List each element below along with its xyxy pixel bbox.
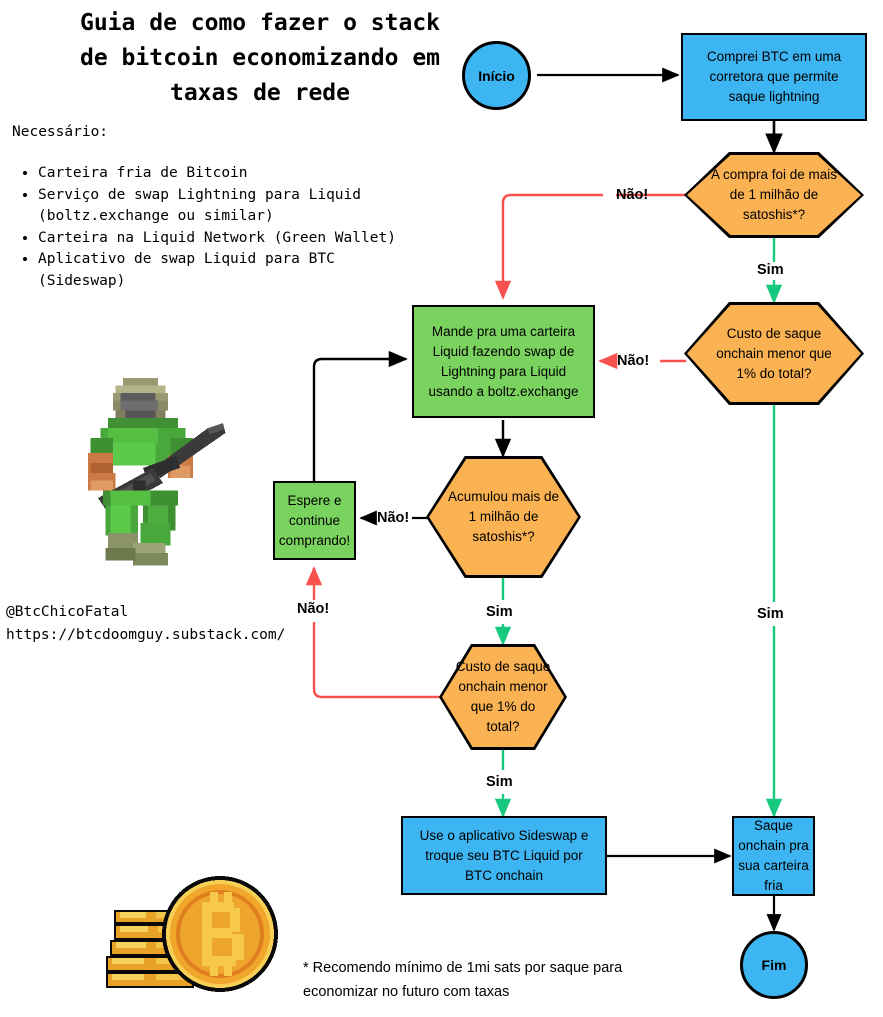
doom-marine-sprite	[88, 378, 226, 566]
node-decision-accum-label: Acumulou mais de 1 milhão de satoshis*?	[447, 489, 560, 544]
page-title: Guia de como fazer o stack de bitcoin ec…	[79, 10, 441, 106]
list-item: Carteira fria de Bitcoin	[38, 163, 398, 185]
node-end[interactable]: Fim	[740, 931, 808, 999]
node-buy-btc-label: Comprei BTC em uma corretora que permite…	[706, 49, 842, 104]
node-start-label: Início	[478, 67, 515, 84]
footnote-text: * Recomendo mínimo de 1mi sats por saque…	[303, 960, 623, 1000]
node-withdraw-cold[interactable]: Saque onchain pra sua carteira fria	[732, 816, 815, 896]
bitcoin-coin-stack-sprite	[106, 876, 278, 992]
edge-wait-to-send	[312, 350, 408, 481]
list-item: Serviço de swap Lightning para Liquid (b…	[38, 185, 398, 228]
node-use-sideswap[interactable]: Use o aplicativo Sideswap e troque seu B…	[401, 816, 607, 895]
edge-cost-bottom-nao	[312, 622, 440, 699]
author-url: https://btcdoomguy.substack.com/	[6, 627, 286, 643]
edge-label-nao-purchase: Não!	[616, 187, 649, 203]
node-decision-cost-bottom[interactable]: Custo de saque onchain menor que 1% do t…	[439, 644, 567, 750]
node-decision-accum[interactable]: Acumulou mais de 1 milhão de satoshis*?	[426, 456, 581, 578]
node-use-sideswap-label: Use o aplicativo Sideswap e troque seu B…	[419, 827, 589, 883]
list-item: Aplicativo de swap Liquid para BTC (Side…	[38, 249, 398, 292]
node-decision-purchase[interactable]: A compra foi de mais de 1 milhão de sato…	[684, 152, 864, 238]
node-start[interactable]: Início	[462, 41, 531, 110]
node-send-liquid-label: Mande pra uma carteira Liquid fazendo sw…	[428, 323, 579, 399]
node-end-label: Fim	[761, 957, 787, 973]
requirements-heading: Necessário:	[12, 124, 109, 140]
edge-label-sim-accum: Sim	[486, 604, 513, 620]
node-decision-purchase-label: A compra foi de mais de 1 milhão de sato…	[710, 167, 838, 222]
node-decision-cost-top-label: Custo de saque onchain menor que 1% do t…	[716, 325, 832, 381]
edge-label-nao-cost-top: Não!	[617, 353, 650, 369]
node-decision-cost-top[interactable]: Custo de saque onchain menor que 1% do t…	[684, 302, 864, 405]
edge-label-sim-cost-top: Sim	[757, 606, 784, 622]
edge-label-nao-accum: Não!	[377, 510, 410, 526]
requirements-list: Carteira fria de Bitcoin Serviço de swap…	[16, 163, 398, 292]
node-send-liquid[interactable]: Mande pra uma carteira Liquid fazendo sw…	[412, 305, 595, 418]
node-buy-btc[interactable]: Comprei BTC em uma corretora que permite…	[681, 33, 867, 121]
edge-label-sim-purchase: Sim	[757, 262, 784, 278]
node-decision-cost-bottom-label: Custo de saque onchain menor que 1% do t…	[455, 659, 551, 734]
edge-label-nao-cost-bottom: Não!	[297, 601, 330, 617]
edge-purchase-nao-route	[494, 193, 603, 300]
node-withdraw-cold-label: Saque onchain pra sua carteira fria	[738, 818, 809, 893]
node-wait-buy[interactable]: Espere e continue comprando!	[273, 481, 356, 560]
edge-label-sim-cost-bottom: Sim	[486, 774, 513, 790]
list-item: Carteira na Liquid Network (Green Wallet…	[38, 228, 398, 250]
node-wait-buy-label: Espere e continue comprando!	[278, 492, 351, 548]
author-handle: @BtcChicoFatal	[6, 604, 129, 620]
